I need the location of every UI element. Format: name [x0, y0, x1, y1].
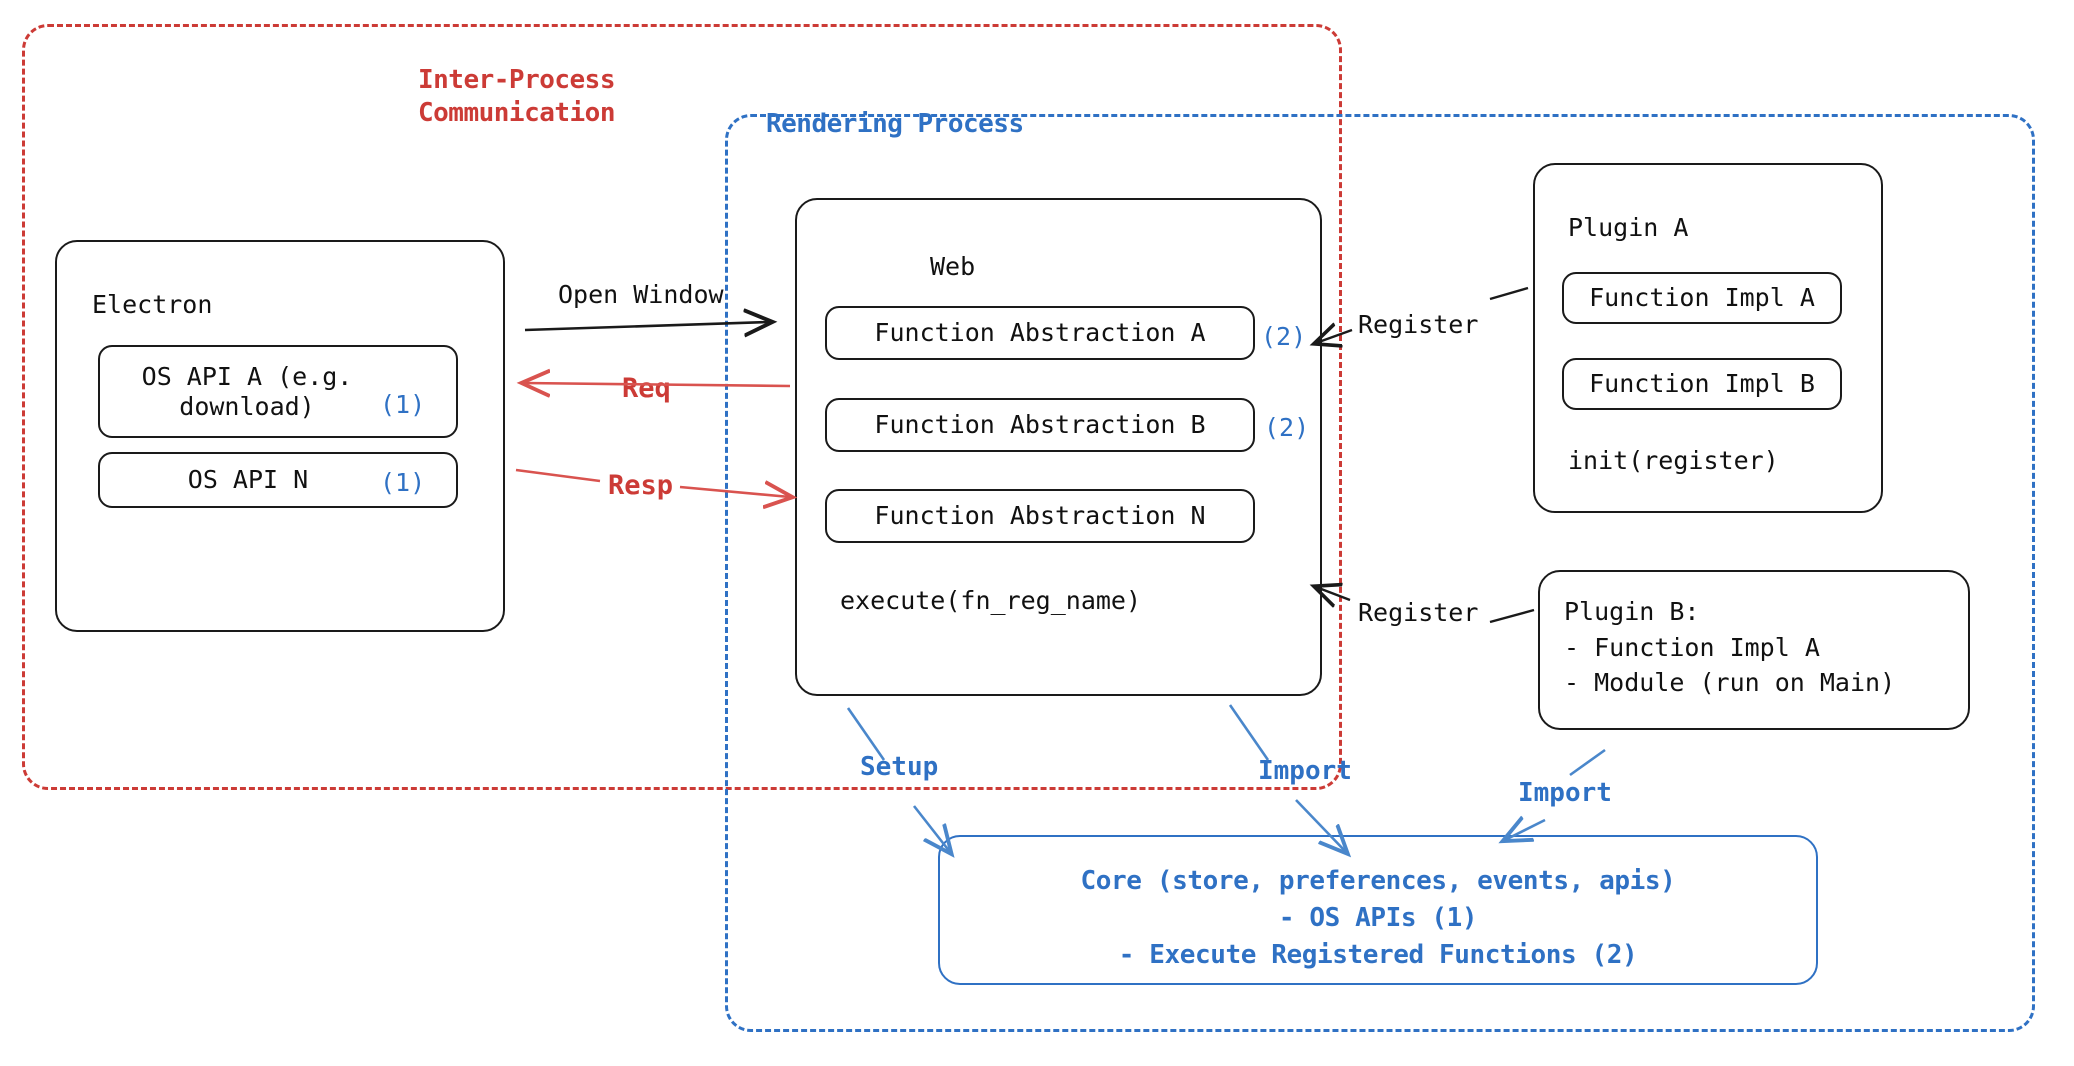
os-api-n-badge: (1): [380, 468, 426, 497]
plugin-a-init-label: init(register): [1568, 446, 1779, 475]
electron-title: Electron: [92, 290, 213, 319]
core-box[interactable]: Core (store, preferences, events, apis) …: [938, 835, 1818, 985]
function-abstraction-a-box[interactable]: Function Abstraction A: [825, 306, 1255, 360]
function-abstraction-b-badge: (2): [1264, 413, 1310, 442]
plugin-a-function-impl-b-box[interactable]: Function Impl B: [1562, 358, 1842, 410]
plugin-a-function-impl-a-box[interactable]: Function Impl A: [1562, 272, 1842, 324]
region-rendering-process: [725, 114, 2035, 1032]
function-abstraction-n-box[interactable]: Function Abstraction N: [825, 489, 1255, 543]
arrow-label-resp: Resp: [608, 470, 674, 501]
function-abstraction-a-badge: (2): [1261, 322, 1307, 351]
os-api-n-box[interactable]: OS API N: [98, 452, 458, 508]
arrow-label-req: Req: [622, 373, 671, 404]
plugin-b-text: Plugin B: - Function Impl A - Module (ru…: [1564, 597, 1896, 697]
web-execute-label: execute(fn_reg_name): [840, 586, 1142, 615]
arrow-label-register-a: Register: [1358, 310, 1479, 339]
web-title: Web: [930, 252, 976, 281]
os-api-a-badge: (1): [380, 390, 426, 419]
plugin-a-box[interactable]: [1533, 163, 1883, 513]
core-text: Core (store, preferences, events, apis) …: [1080, 866, 1676, 970]
arrow-label-register-b: Register: [1358, 598, 1479, 627]
region-label-ipc: Inter-Process Communication: [418, 65, 616, 128]
arrow-label-setup: Setup: [860, 752, 939, 782]
region-label-rendering-process: Rendering Process: [766, 109, 1024, 139]
region-inter-process-communication: [22, 24, 1342, 790]
function-abstraction-b-box[interactable]: Function Abstraction B: [825, 398, 1255, 452]
arrow-label-import-plugin: Import: [1518, 778, 1612, 808]
arrow-label-open-window: Open Window: [558, 280, 724, 309]
os-api-a-box[interactable]: OS API A (e.g. download): [98, 345, 458, 438]
arrow-label-import-web: Import: [1258, 756, 1352, 786]
plugin-a-title: Plugin A: [1568, 213, 1689, 242]
plugin-b-box[interactable]: [1538, 570, 1970, 730]
